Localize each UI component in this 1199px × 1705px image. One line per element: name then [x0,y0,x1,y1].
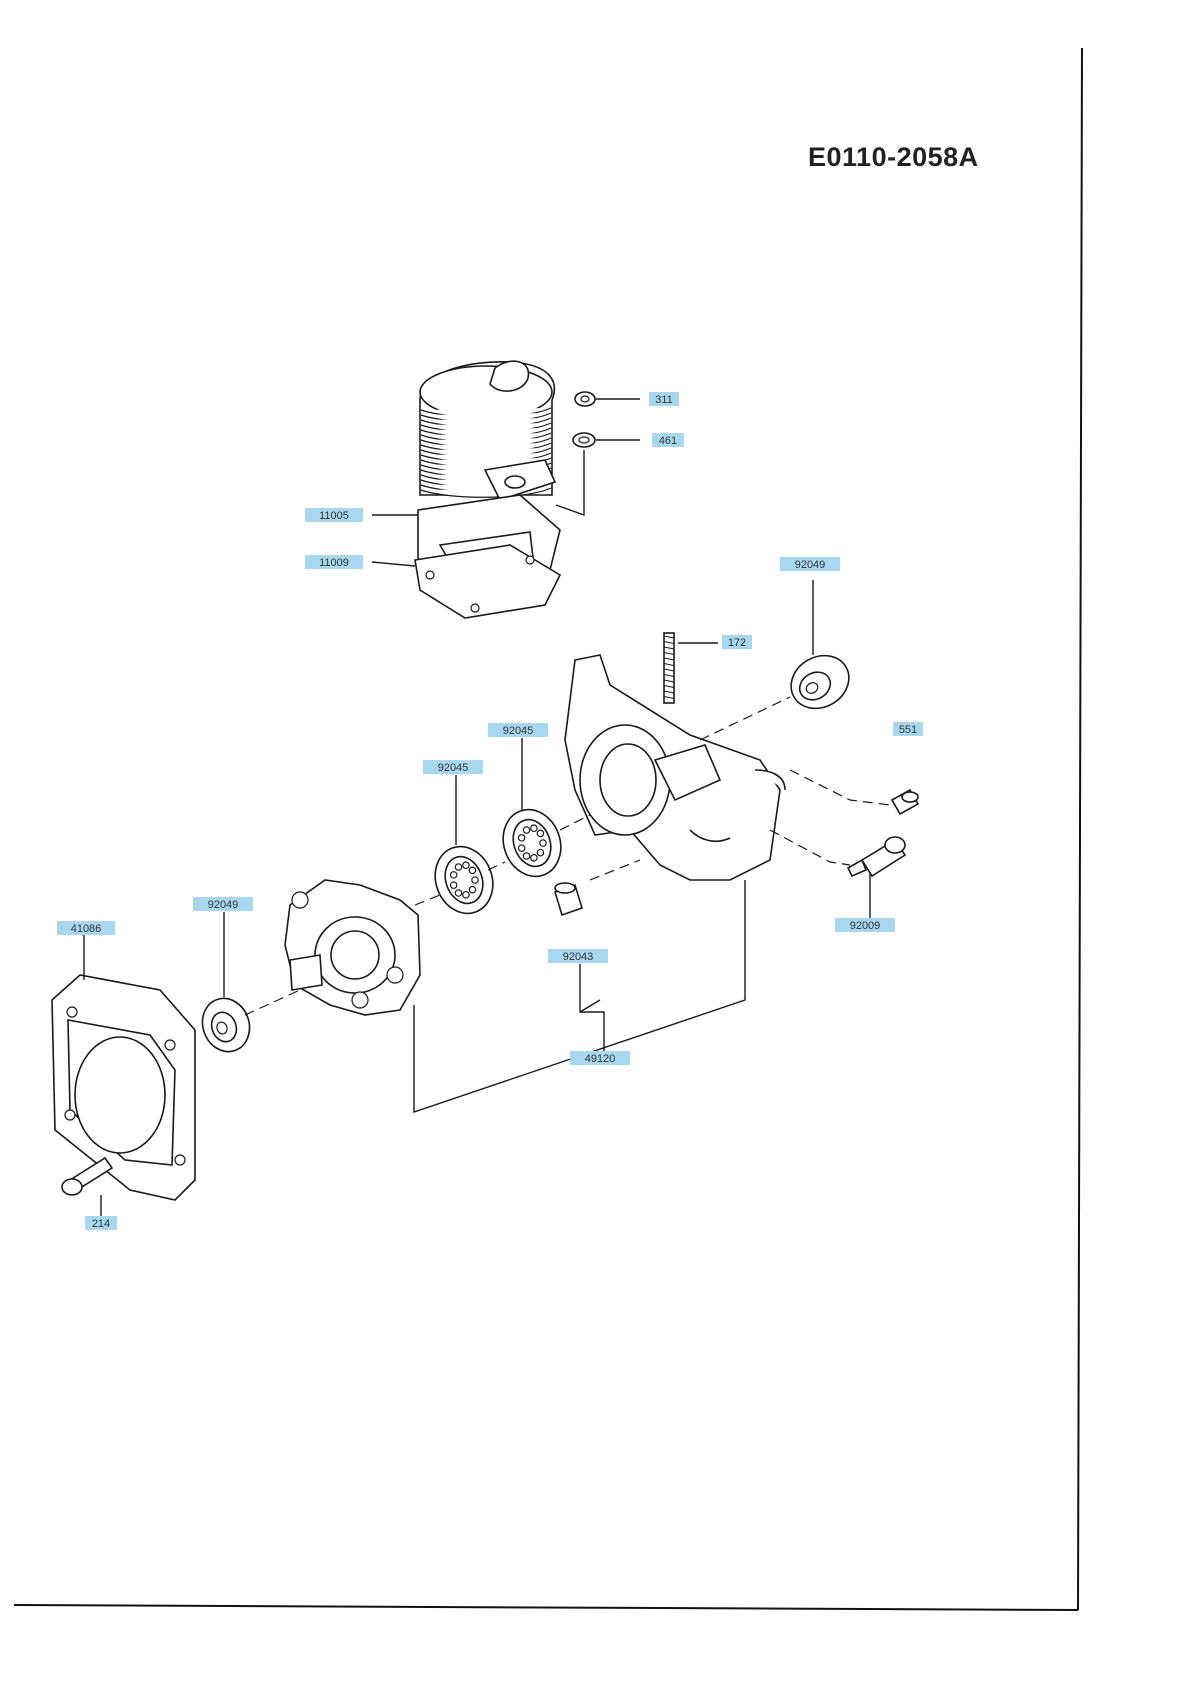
svg-text:214: 214 [92,1218,110,1230]
callout-92043[interactable]: 92043 [548,949,608,963]
callout-92045-left[interactable]: 92045 [423,760,483,774]
callout-551[interactable]: 551 [893,722,923,736]
svg-text:11009: 11009 [319,557,349,569]
stud-bolt-part [663,632,675,704]
callout-11005[interactable]: 11005 [305,508,363,522]
bearing-92049-lower-part [201,997,251,1053]
dashed-axis-lines [244,696,891,1016]
svg-text:92049: 92049 [208,899,239,911]
callout-11009[interactable]: 11009 [305,555,363,569]
frame-bottom-border [13,1604,1079,1611]
callout-92045-right[interactable]: 92045 [488,723,548,737]
callout-41086[interactable]: 41086 [57,921,115,935]
bearing-92045-right-part [502,808,562,878]
svg-text:92045: 92045 [438,762,469,774]
document-code: E0110-2058A [808,142,979,172]
svg-text:41086: 41086 [71,923,102,935]
dowel-pin-part [554,882,583,917]
svg-text:11005: 11005 [319,510,349,522]
cylinder-gasket-part [414,544,562,619]
callout-172[interactable]: 172 [722,635,752,649]
callout-214[interactable]: 214 [85,1216,117,1230]
plug-part [846,836,907,878]
nut-part [574,391,596,407]
crankcase-left-half-part [284,879,421,1016]
svg-text:92045: 92045 [503,725,534,737]
svg-text:92009: 92009 [850,920,881,932]
svg-text:49120: 49120 [585,1053,616,1065]
crankcase-right-half-part [564,654,786,881]
callout-92049-lower[interactable]: 92049 [193,897,253,911]
svg-text:461: 461 [659,435,677,447]
svg-text:311: 311 [655,394,673,406]
svg-text:92049: 92049 [795,559,826,571]
bearing-92049-upper-part [790,654,850,710]
svg-text:92043: 92043 [563,951,594,963]
callout-311[interactable]: 311 [649,392,679,406]
svg-text:551: 551 [899,724,917,736]
bearing-92045-left-part [434,845,494,915]
frame-right-border [1077,47,1083,1611]
bolt-part [61,1156,114,1196]
pin-part [890,788,920,816]
washer-part [572,432,596,448]
callout-92049-upper[interactable]: 92049 [780,557,840,571]
svg-text:172: 172 [728,637,746,649]
cover-housing-part [51,974,196,1201]
callout-461[interactable]: 461 [652,433,684,447]
callout-92009[interactable]: 92009 [835,918,895,932]
callout-49120[interactable]: 49120 [570,1051,630,1065]
